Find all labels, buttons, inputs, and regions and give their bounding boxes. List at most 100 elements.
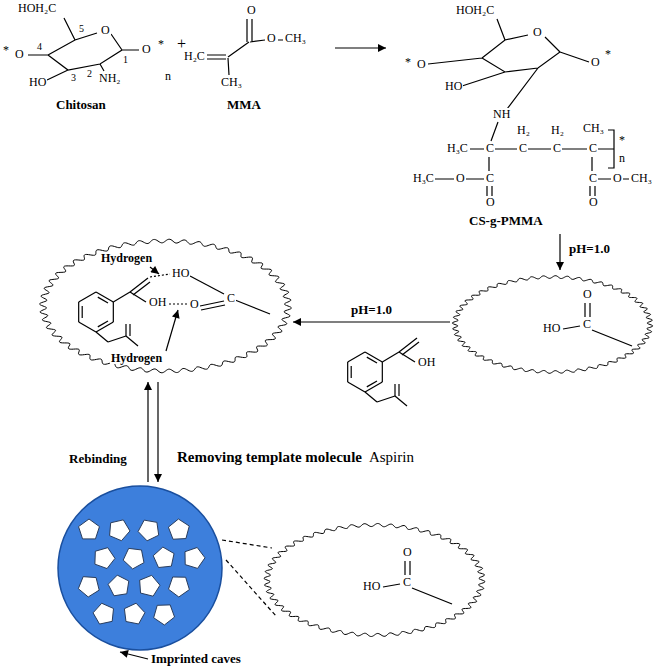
edge-label: pH=1.0 — [350, 303, 393, 316]
atom-label: CH₃ — [630, 172, 653, 184]
step-label: Removing template molecule — [176, 450, 363, 465]
bond-line — [150, 274, 170, 277]
bond-line — [125, 324, 126, 336]
atom-label: O — [588, 196, 599, 208]
atom-label: O — [455, 172, 466, 184]
bond-line — [166, 310, 178, 351]
atom-label: C — [552, 142, 562, 154]
imprinted-sphere — [58, 486, 222, 650]
locant-number: 2 — [86, 69, 93, 79]
atom-label: NH₂ — [98, 72, 122, 84]
atom-label: HO — [444, 80, 463, 92]
bond-line — [96, 332, 108, 342]
atom-label: O — [532, 26, 543, 38]
atom-label: O — [14, 48, 25, 60]
polymer-bracket — [608, 130, 614, 168]
cavity-pentagon — [110, 520, 130, 541]
compound-name: Chitosan — [55, 98, 107, 111]
imprinted-cavity: HOCO — [450, 272, 655, 377]
bond-line — [351, 366, 352, 378]
cavity-pentagon — [138, 520, 159, 541]
atom-label: * — [404, 56, 412, 68]
atom-label: * — [157, 38, 165, 50]
bond-line — [98, 297, 108, 303]
bond-line — [348, 352, 365, 362]
bond-line — [592, 330, 632, 346]
bond-line — [365, 382, 382, 392]
bond-line — [96, 292, 113, 302]
atom-label: HOH₂C — [17, 2, 57, 14]
atom-label: C — [588, 142, 598, 154]
compound-name: CS-g-PMMA — [468, 214, 544, 227]
bond-line — [108, 336, 126, 342]
wavy-outline — [264, 524, 485, 637]
atom-label: HOH₂C — [455, 4, 495, 16]
atom-label: C — [485, 172, 495, 184]
chitosan-bonds — [28, 18, 139, 80]
bond-line — [129, 324, 130, 336]
acid-arrow — [559, 234, 560, 270]
bond-line — [365, 392, 377, 402]
bond-line — [382, 352, 399, 362]
compound-name: MMA — [226, 98, 262, 111]
atom-label: O — [402, 546, 413, 558]
bond-label: Hydrogen — [100, 252, 153, 264]
cavity-pentagon — [124, 603, 145, 624]
cavity-pentagon — [123, 548, 144, 569]
cavity-pentagon — [78, 577, 99, 597]
bond-line — [409, 561, 410, 575]
bond-line — [412, 588, 452, 604]
removing-arrow — [157, 382, 158, 482]
atom-label: HO — [362, 580, 381, 592]
bond-label: Hydrogen — [110, 352, 163, 364]
atom-label: H₂ — [516, 124, 531, 136]
atom-label: * — [604, 48, 612, 60]
pointer-arrow — [120, 652, 148, 659]
imprinted-cavities — [78, 519, 205, 625]
cavity-pentagon — [154, 605, 175, 625]
bond-line — [395, 396, 407, 406]
cavity-pentagon — [185, 547, 205, 568]
bond-line — [113, 302, 114, 322]
atom-label: O — [246, 4, 257, 16]
atom-label: H₂C — [183, 50, 206, 62]
imprinted-cavity: HOCO — [262, 520, 487, 640]
mma-bonds — [207, 19, 283, 75]
atom-label: O — [612, 172, 623, 184]
bond-line — [82, 306, 83, 318]
bond-line — [382, 362, 383, 382]
bond-line — [398, 384, 399, 396]
bond-line — [201, 305, 225, 310]
bond-line — [563, 326, 580, 329]
bond-line — [383, 584, 400, 587]
atom-label: O — [485, 196, 496, 208]
cavity-pentagon — [168, 519, 189, 539]
atom-label: CH₃ — [220, 76, 243, 88]
atom-label: n — [164, 70, 172, 82]
atom-label: O — [100, 24, 111, 36]
bond-line — [200, 301, 224, 306]
atom-label: * — [2, 44, 10, 56]
bond-line — [133, 282, 150, 295]
bond-line — [348, 382, 365, 392]
reaction-arrow — [335, 47, 386, 48]
cavity-pentagon — [93, 603, 113, 624]
aspirin-molecule — [348, 338, 419, 406]
atom-label: O — [590, 56, 601, 68]
bond-line — [150, 267, 159, 274]
bond-line — [365, 352, 382, 362]
locant-number: 3 — [70, 73, 77, 83]
atom-label: C — [588, 172, 598, 184]
bond-line — [404, 561, 405, 575]
bond-line — [347, 362, 348, 382]
bond-line — [235, 300, 270, 314]
compound-name: pH=1.0 — [568, 242, 611, 255]
rebinding-arrow — [147, 382, 148, 482]
bond-line — [98, 321, 108, 327]
locant-number: 5 — [78, 24, 85, 34]
cavity-pentagon — [168, 577, 189, 597]
atom-label: n — [618, 152, 626, 164]
bond-line — [78, 302, 79, 322]
atom-label: NH — [492, 108, 511, 120]
bond-line — [367, 357, 377, 363]
